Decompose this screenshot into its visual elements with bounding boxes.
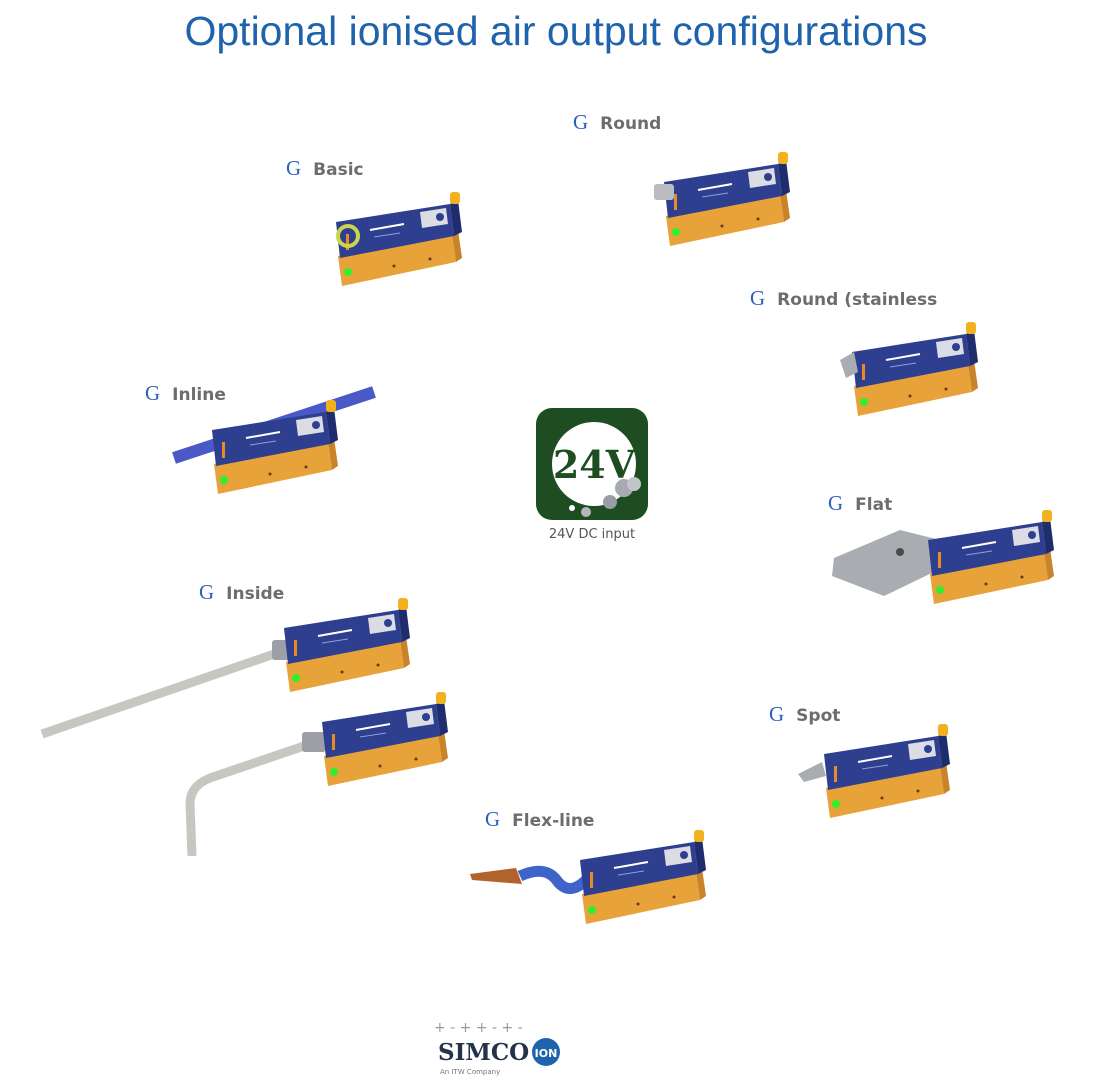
label-flex-line: G Flex-line xyxy=(485,807,594,832)
logo-signs: + - + + - + - xyxy=(434,1020,523,1036)
flex-line-hose xyxy=(517,865,590,894)
page-title: Optional ionised air output configuratio… xyxy=(184,8,928,54)
label-bullet: G xyxy=(199,580,215,604)
basic-outlet xyxy=(336,224,360,248)
spot-nozzle xyxy=(798,762,826,782)
label-bullet: G xyxy=(750,286,766,310)
simco-ion-logo: + - + + - + - SIMCO ION An ITW Company xyxy=(434,1020,560,1076)
label-bullet: G xyxy=(828,491,844,515)
inside-ionizer-image xyxy=(40,597,449,857)
label-text: Flex-line xyxy=(512,811,595,831)
round-ionizer-image xyxy=(654,151,791,247)
label-bullet: G xyxy=(769,702,785,726)
inside-bent-tube xyxy=(185,739,312,857)
basic-ionizer-image xyxy=(335,191,463,287)
label-flat: G Flat xyxy=(828,491,892,516)
spot-ionizer-image xyxy=(798,723,951,819)
flex-line-nozzle xyxy=(470,868,522,884)
label-bullet: G xyxy=(573,110,589,134)
label-text: Basic xyxy=(313,160,364,180)
label-text: Round (stainless xyxy=(777,290,938,310)
flat-ionizer-image xyxy=(832,509,1055,605)
label-text: Flat xyxy=(855,495,893,515)
round-nozzle xyxy=(654,184,674,200)
inside-straight-tube xyxy=(40,647,282,739)
label-round-stainless: G Round (stainless xyxy=(750,286,937,311)
24v-badge-icon: 24V xyxy=(536,408,648,520)
label-text: Round xyxy=(600,114,662,134)
logo-tagline: An ITW Company xyxy=(440,1068,500,1076)
label-text: Spot xyxy=(796,706,841,726)
round-stainless-ionizer-image xyxy=(840,321,979,417)
flat-nozzle xyxy=(832,530,940,596)
logo-ion-text: ION xyxy=(535,1047,558,1060)
flex-line-ionizer-image xyxy=(470,829,707,925)
inline-ionizer-image xyxy=(172,386,376,495)
label-spot: G Spot xyxy=(769,702,840,727)
label-text: Inline xyxy=(172,385,226,405)
label-bullet: G xyxy=(145,381,161,405)
label-inline: G Inline xyxy=(145,381,226,406)
label-basic: G Basic xyxy=(286,156,364,181)
stainless-nozzle xyxy=(840,352,858,378)
label-inside: G Inside xyxy=(199,580,284,605)
label-bullet: G xyxy=(485,807,501,831)
label-bullet: G xyxy=(286,156,302,180)
label-text: Inside xyxy=(226,584,285,604)
logo-simco-text: SIMCO xyxy=(438,1039,529,1066)
badge-caption: 24V DC input xyxy=(548,527,636,542)
label-round: G Round xyxy=(573,110,661,135)
